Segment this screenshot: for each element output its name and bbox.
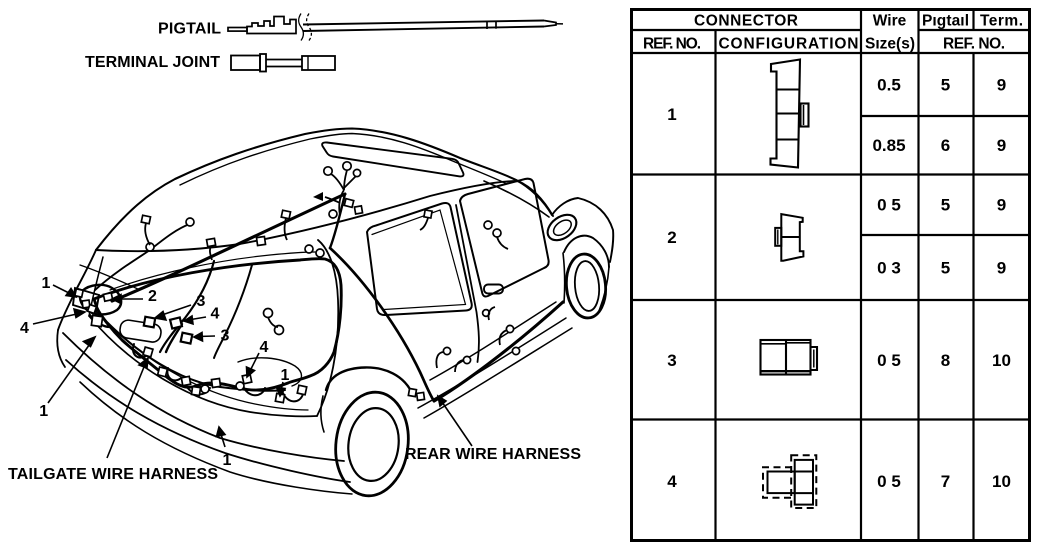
- svg-text:0 5: 0 5: [877, 472, 901, 491]
- svg-text:TERMINAL JOINT: TERMINAL JOINT: [85, 54, 220, 71]
- svg-text:10: 10: [992, 351, 1011, 370]
- svg-text:5: 5: [941, 76, 950, 95]
- svg-text:1: 1: [281, 367, 290, 384]
- svg-text:5: 5: [941, 259, 950, 278]
- svg-text:0.5: 0.5: [877, 76, 901, 95]
- svg-text:Pıgtaıl: Pıgtaıl: [922, 13, 969, 30]
- svg-text:0.85: 0.85: [872, 136, 905, 155]
- svg-text:9: 9: [997, 196, 1006, 215]
- svg-text:4: 4: [20, 320, 29, 337]
- svg-text:4: 4: [260, 339, 269, 356]
- svg-text:3: 3: [221, 328, 230, 345]
- svg-text:PIGTAIL: PIGTAIL: [158, 21, 221, 38]
- svg-text:1: 1: [42, 275, 51, 292]
- svg-text:0 3: 0 3: [877, 259, 901, 278]
- svg-text:3: 3: [667, 351, 676, 370]
- svg-text:1: 1: [667, 105, 676, 124]
- svg-text:CONNECTOR: CONNECTOR: [694, 13, 798, 30]
- svg-text:2: 2: [667, 228, 676, 247]
- svg-text:0 5: 0 5: [877, 351, 901, 370]
- svg-text:9: 9: [997, 76, 1006, 95]
- svg-text:1: 1: [39, 403, 48, 420]
- svg-text:Term.: Term.: [980, 13, 1023, 30]
- svg-text:REF. NO.: REF. NO.: [643, 36, 701, 53]
- svg-text:TAILGATE WIRE HARNESS: TAILGATE WIRE HARNESS: [8, 466, 218, 483]
- svg-text:6: 6: [941, 136, 950, 155]
- svg-text:Sıze(s): Sıze(s): [865, 36, 915, 53]
- svg-text:8: 8: [941, 351, 950, 370]
- svg-text:1: 1: [223, 452, 232, 469]
- svg-text:7: 7: [941, 472, 950, 491]
- svg-text:4: 4: [667, 472, 677, 491]
- svg-text:0 5: 0 5: [877, 196, 901, 215]
- svg-text:3: 3: [197, 293, 206, 310]
- svg-text:2: 2: [148, 288, 157, 305]
- svg-text:4: 4: [211, 306, 220, 323]
- svg-text:9: 9: [997, 136, 1006, 155]
- svg-text:9: 9: [997, 259, 1006, 278]
- svg-text:REF. NO.: REF. NO.: [943, 36, 1005, 53]
- svg-text:Wire: Wire: [873, 13, 907, 30]
- svg-text:CONFIGURATION: CONFIGURATION: [719, 36, 859, 53]
- svg-text:10: 10: [992, 472, 1011, 491]
- svg-text:REAR WIRE HARNESS: REAR WIRE HARNESS: [405, 446, 581, 463]
- svg-text:5: 5: [941, 196, 950, 215]
